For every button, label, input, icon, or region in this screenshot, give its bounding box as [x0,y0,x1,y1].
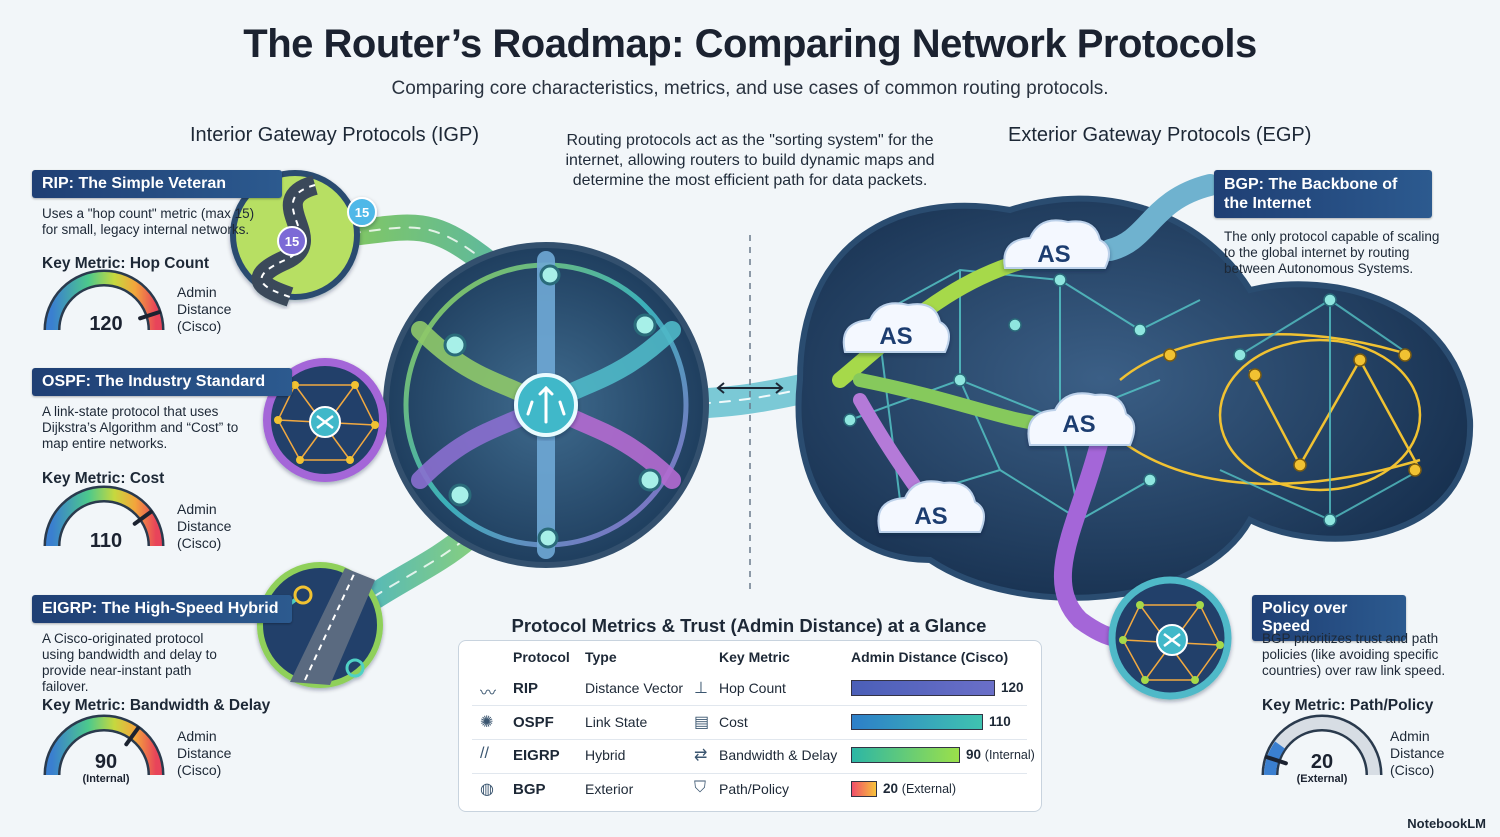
table-row-eigrp-metric: Bandwidth & Delay [719,747,838,763]
gauge-eigrp-sub: (Internal) [82,773,129,785]
center-note: Routing protocols act as the "sorting sy… [565,132,935,189]
ospf-admin-distance-label: Admin Distance (Cisco) [177,501,232,551]
table-header-metric: Key Metric [719,649,790,665]
bgp-banner: BGP: The Backbone of the Internet [1214,170,1432,218]
ospf-description: A link-state protocol that uses Dijkstra… [42,404,239,451]
page-subtitle: Comparing core characteristics, metrics,… [391,78,1109,99]
arrows-icon: ⇄ [694,747,708,764]
policy-key-metric: Key Metric: Path/Policy [1262,697,1434,714]
as-label-4: AS [914,503,947,530]
row-divider [472,773,1027,774]
table-row-bgp-ad-bar [851,781,877,797]
table-row-rip-type: Distance Vector [585,680,684,696]
notebooklm-watermark: NotebookLM [1407,816,1486,831]
table-header-protocol: Protocol [513,649,570,665]
table-row-eigrp-protocol: EIGRP [513,747,560,764]
table-row-ospf-protocol: OSPF [513,714,554,731]
as-label-2: AS [879,323,912,350]
table-row-rip-protocol: RIP [513,680,539,697]
egp-heading: Exterior Gateway Protocols (EGP) [1008,124,1312,146]
road-icon: 〰 [480,685,497,702]
cost-icon: ▤ [694,714,710,731]
as-label-3: AS [1062,411,1095,438]
page-title: The Router’s Roadmap: Comparing Network … [243,22,1257,66]
ospf-key-metric: Key Metric: Cost [42,470,165,487]
mesh-icon: ✺ [480,714,494,731]
globe-icon: ◍ [480,781,494,798]
table-title: Protocol Metrics & Trust (Admin Distance… [511,615,987,636]
table-row-bgp-ad-value: 20 (External) [883,781,956,796]
rip-admin-distance-label: Admin Distance (Cisco) [177,284,232,334]
bgp-admin-distance-label: Admin Distance (Cisco) [1390,728,1445,778]
table-header-type: Type [585,649,617,665]
gauge-ospf: 110 [43,485,165,552]
bgp-description: The only protocol capable of scaling to … [1224,229,1440,276]
eigrp-key-metric: Key Metric: Bandwidth & Delay [42,697,271,714]
shield-icon: ⛉ [694,779,707,796]
rip-key-metric: Key Metric: Hop Count [42,255,210,272]
table-row-ospf-ad-value: 110 [989,714,1011,729]
table-row-eigrp-ad-value: 90 (Internal) [966,747,1035,762]
rip-badge-b: 15 [285,234,299,249]
gauge-eigrp: 90 (Internal) [43,714,165,785]
hierarchy-icon: ⊥ [694,680,708,697]
eigrp-highway-circle [257,562,383,688]
igp-heading: Interior Gateway Protocols (IGP) [190,124,479,146]
eigrp-admin-distance-label: Admin Distance (Cisco) [177,728,232,778]
gauge-rip: 120 [43,269,165,335]
as-label-1: AS [1037,241,1070,268]
gauge-bgp-sub: (External) [1297,773,1348,785]
rip-badge-a: 15 [355,205,369,220]
table-row-eigrp-type: Hybrid [585,747,626,763]
policy-description: BGP prioritizes trust and path policies … [1262,631,1446,678]
gauge-eigrp-value: 90 [95,751,117,773]
table-row-ospf-ad-bar [851,714,983,730]
as-clouds [842,219,1136,533]
rip-banner: RIP: The Simple Veteran [32,170,282,198]
gauge-bgp-value: 20 [1311,751,1333,773]
table-row-bgp-metric: Path/Policy [719,781,790,797]
row-divider [472,739,1027,740]
table-row-bgp-protocol: BGP [513,781,546,798]
table-row-ospf-metric: Cost [719,714,748,730]
bgp-policy-circle [1108,576,1232,700]
table-row-eigrp-ad-bar [851,747,960,763]
gauge-ospf-value: 110 [90,530,122,552]
eigrp-description: A Cisco-originated protocol using bandwi… [42,631,217,694]
rip-road-circle [230,170,377,307]
highway-icon: // [480,745,489,762]
table-header-admin-distance: Admin Distance (Cisco) [851,649,1009,665]
eigrp-banner: EIGRP: The High-Speed Hybrid [32,595,292,623]
rip-description: Uses a "hop count" metric (max 15) for s… [42,206,255,237]
igp-hub [383,242,709,568]
table-row-rip-ad-value: 120 [1001,680,1024,695]
table-row-ospf-type: Link State [585,714,648,730]
gauge-bgp: 20 (External) [1261,714,1383,785]
table-row-rip-ad-bar [851,680,995,696]
ospf-mesh-circle [263,358,387,482]
policy-banner: Policy over Speed [1252,595,1406,641]
row-divider [472,705,1027,706]
gauge-rip-value: 120 [89,313,122,335]
table-row-bgp-type: Exterior [585,781,634,797]
table-row-rip-metric: Hop Count [719,680,786,696]
ospf-banner: OSPF: The Industry Standard [32,368,292,396]
